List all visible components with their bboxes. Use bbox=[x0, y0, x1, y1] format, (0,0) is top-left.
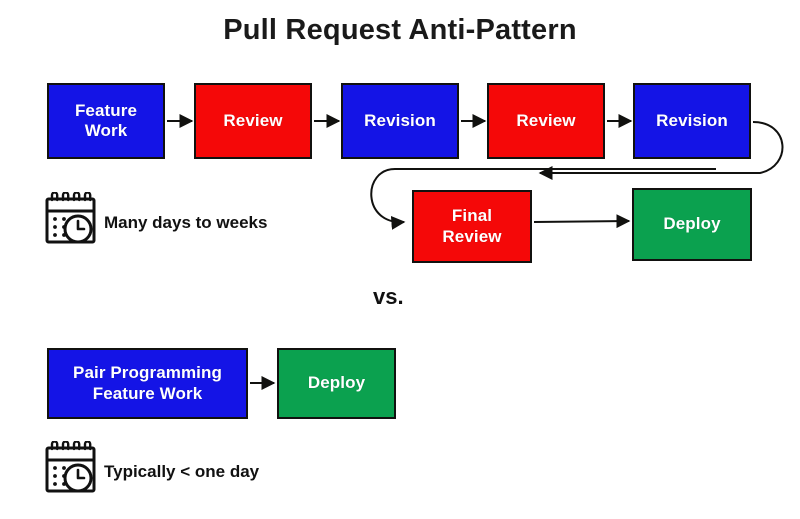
pairing-duration-caption: Typically < one day bbox=[104, 462, 260, 481]
node-label: Revision bbox=[364, 110, 436, 130]
node-revision-1[interactable]: Revision bbox=[341, 83, 459, 159]
node-label: Deploy bbox=[663, 214, 721, 234]
node-revision-2[interactable]: Revision bbox=[633, 83, 751, 159]
node-final-review[interactable]: Final Review bbox=[412, 190, 532, 263]
vs-divider-label: vs. bbox=[373, 284, 404, 309]
calendar-clock-icon bbox=[43, 441, 99, 495]
antipattern-duration-caption: Many days to weeks bbox=[104, 213, 268, 232]
node-feature-work[interactable]: Feature Work bbox=[47, 83, 165, 159]
node-label: Review bbox=[223, 110, 283, 130]
page-title: Pull Request Anti-Pattern bbox=[223, 14, 577, 46]
node-label: Pair Programming Feature Work bbox=[73, 363, 222, 403]
node-label: Feature Work bbox=[74, 100, 138, 140]
node-deploy-antipattern[interactable]: Deploy bbox=[632, 188, 752, 261]
node-deploy-pairing[interactable]: Deploy bbox=[277, 348, 396, 419]
node-review-1[interactable]: Review bbox=[194, 83, 312, 159]
node-label: Review bbox=[516, 110, 576, 130]
node-review-2[interactable]: Review bbox=[487, 83, 605, 159]
node-label: Revision bbox=[656, 110, 728, 130]
node-pair-programming-feature-work[interactable]: Pair Programming Feature Work bbox=[47, 348, 248, 419]
node-label: Deploy bbox=[307, 373, 366, 393]
arrow-final-review-to-deploy bbox=[533, 214, 631, 229]
calendar-clock-icon bbox=[43, 192, 99, 246]
node-label: Final Review bbox=[442, 206, 502, 246]
